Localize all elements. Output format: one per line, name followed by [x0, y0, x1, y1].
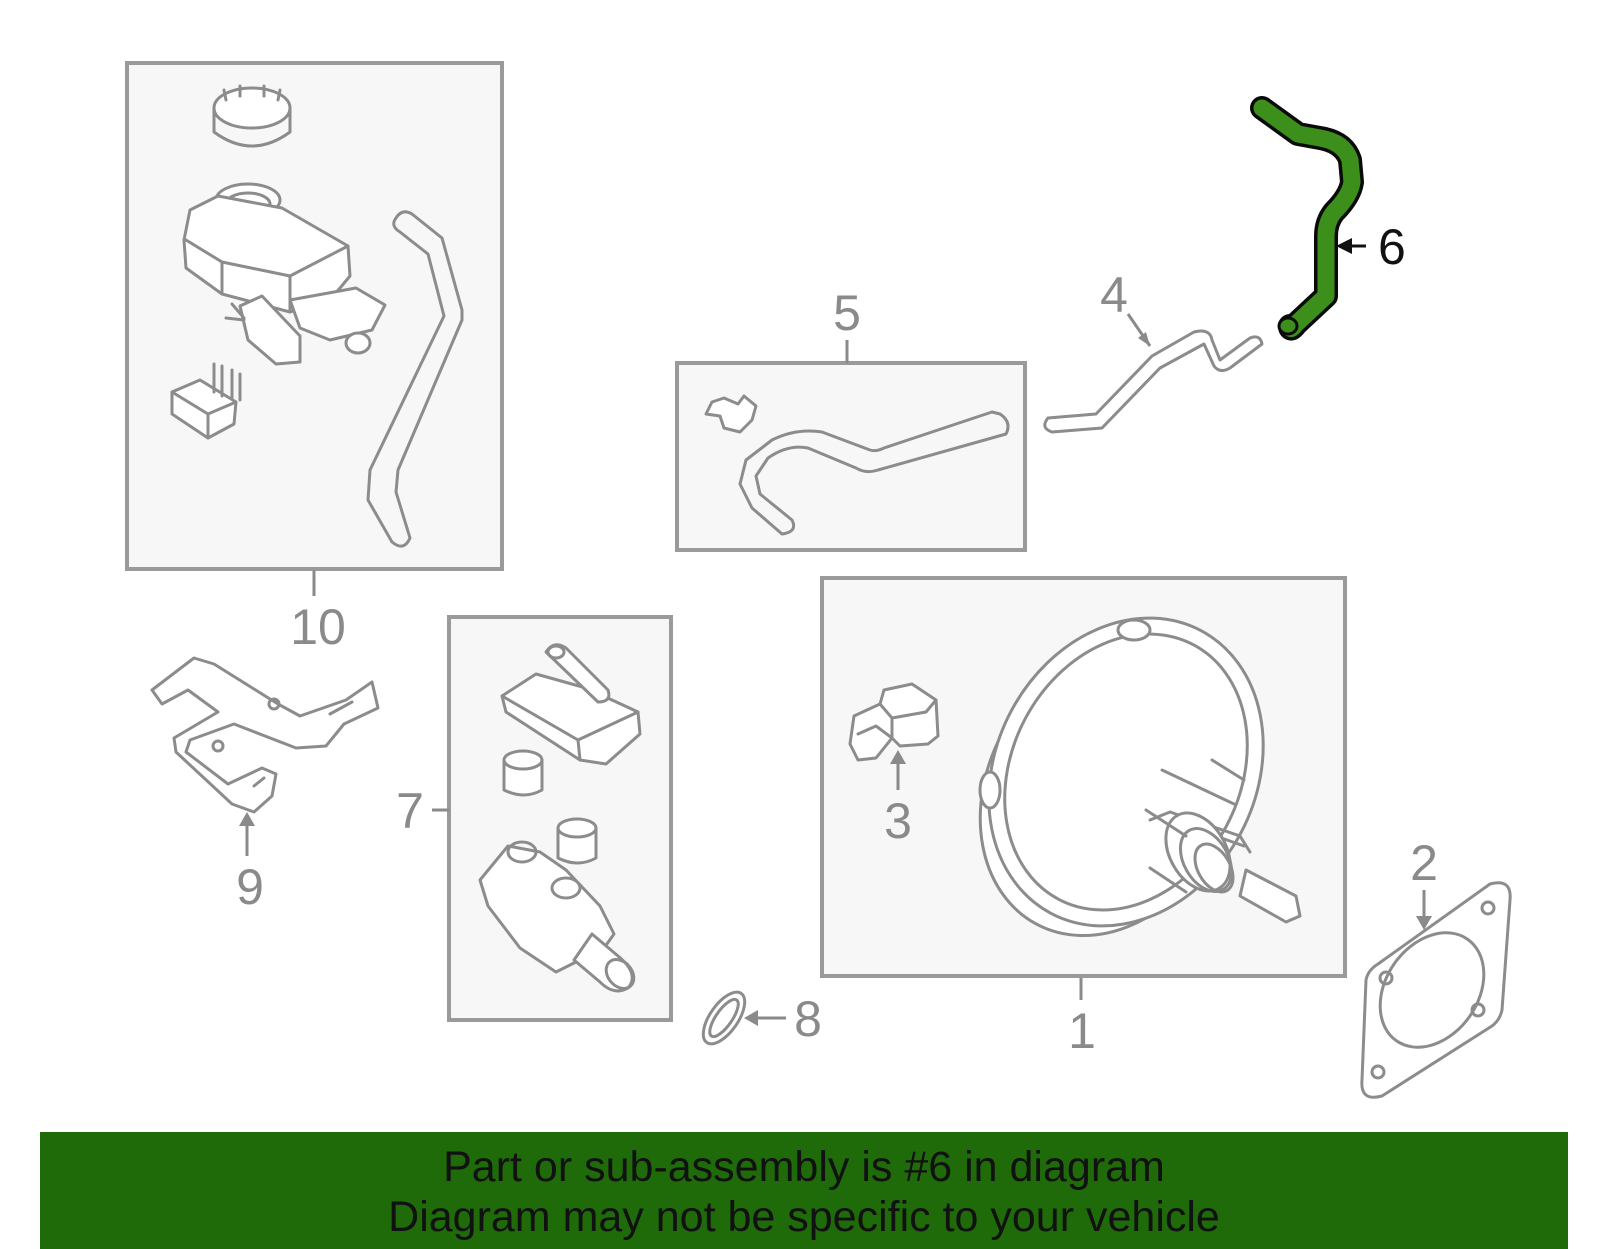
- master-cylinder: [478, 840, 636, 993]
- hose-clip: [704, 394, 758, 434]
- vacuum-tube: [1043, 329, 1264, 434]
- reservoir-tank: [182, 182, 387, 366]
- group-box-5: [675, 361, 1027, 552]
- banner-line-1: Part or sub-assembly is #6 in diagram: [443, 1143, 1165, 1191]
- level-sensor: [170, 362, 242, 440]
- part-group-10[interactable]: 10: [125, 61, 504, 655]
- reservoir-hose: [366, 210, 464, 548]
- reservoir-cap: [212, 84, 292, 148]
- grommet-upper: [502, 749, 544, 797]
- banner-line-2: Diagram may not be specific to your vehi…: [388, 1193, 1220, 1241]
- highlighted-hose-fill: [1253, 99, 1361, 338]
- callout-1: 1: [1068, 1003, 1096, 1059]
- callout-4: 4: [1100, 267, 1128, 323]
- callout-6: 6: [1378, 219, 1406, 275]
- part-2[interactable]: 2: [1359, 835, 1512, 1099]
- callout-7: 7: [396, 783, 424, 839]
- part-9[interactable]: 9: [150, 656, 380, 915]
- reservoir-small: [500, 643, 642, 766]
- mounting-bracket: [150, 656, 380, 814]
- info-banner: Part or sub-assembly is #6 in diagram Di…: [40, 1132, 1568, 1249]
- part-8[interactable]: 8: [695, 985, 822, 1050]
- callout-2: 2: [1410, 835, 1438, 891]
- callout-5: 5: [833, 285, 861, 341]
- grommet-lower: [556, 817, 598, 865]
- part-group-7[interactable]: 7: [396, 615, 673, 1022]
- vacuum-hose: [738, 410, 1010, 536]
- part-4[interactable]: 4: [1043, 267, 1264, 434]
- callout-10: 10: [290, 599, 346, 655]
- part-6-highlighted[interactable]: 6: [1250, 96, 1406, 341]
- part-group-5[interactable]: 5: [675, 285, 1027, 552]
- callout-8: 8: [794, 991, 822, 1047]
- part-group-1[interactable]: 3 1: [820, 570, 1347, 1059]
- callout-3: 3: [884, 793, 912, 849]
- booster-bracket: [848, 682, 940, 762]
- o-ring: [701, 990, 747, 1046]
- brake-booster: [978, 616, 1302, 938]
- callout-9: 9: [236, 859, 264, 915]
